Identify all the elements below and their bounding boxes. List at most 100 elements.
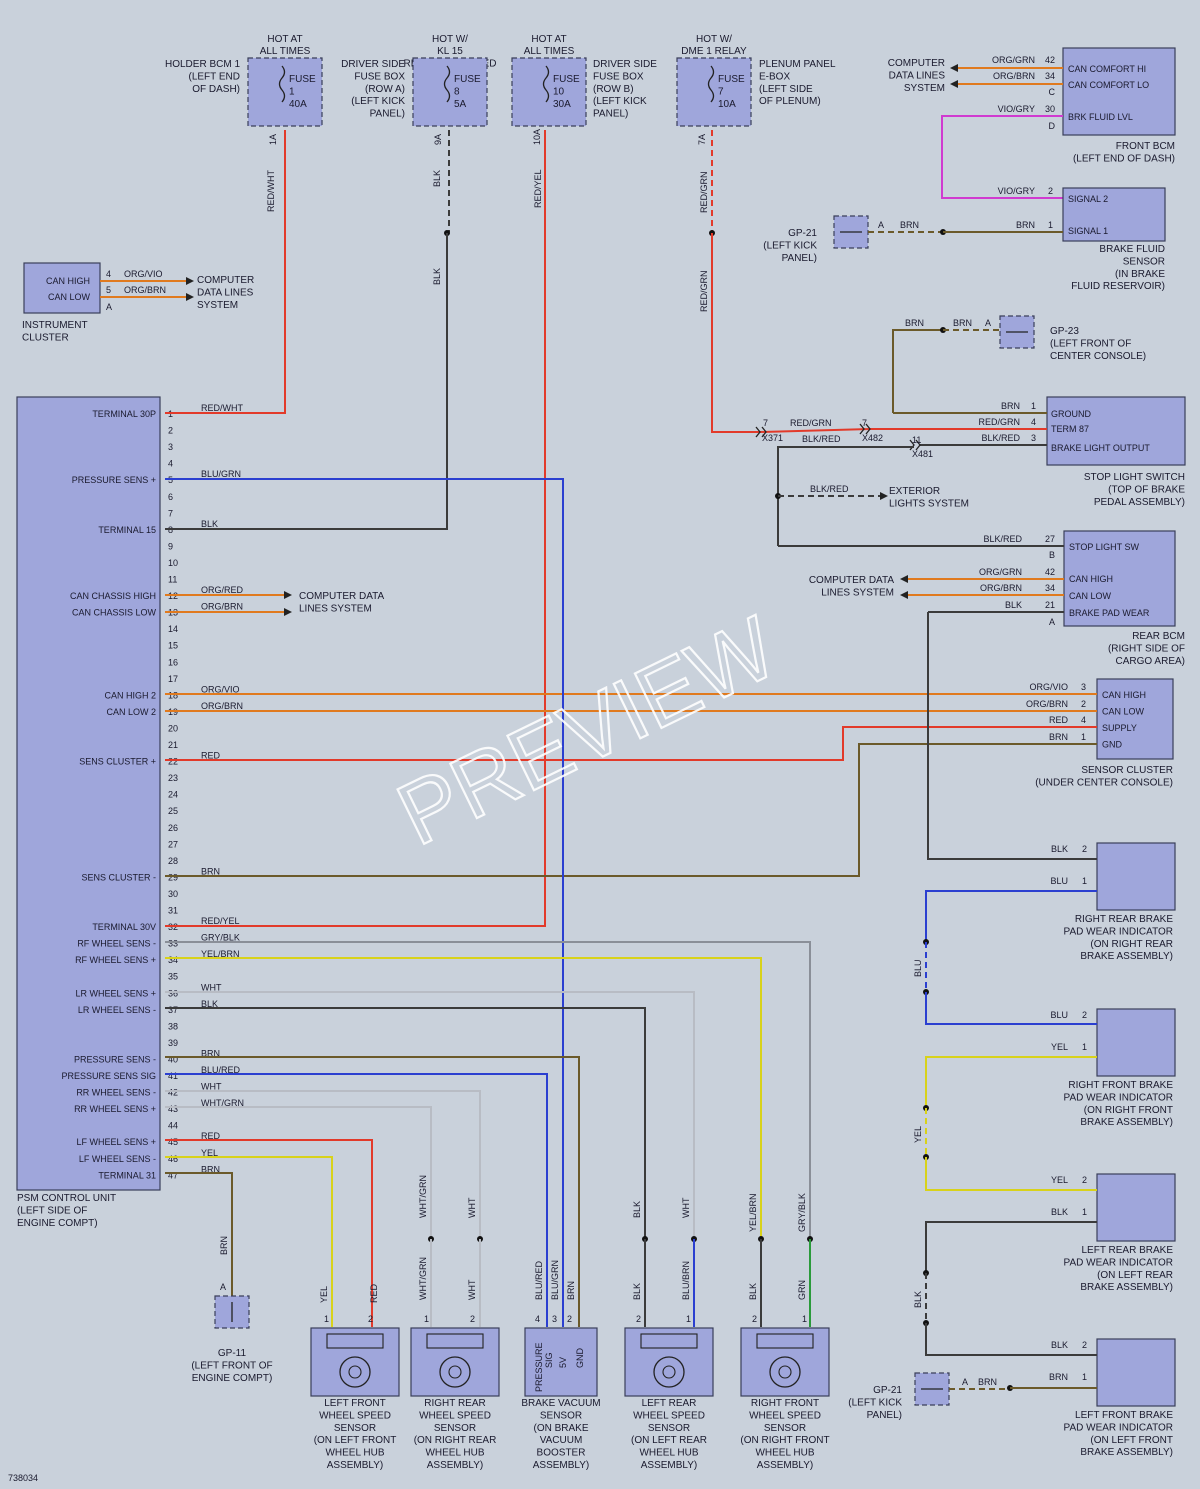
- pwi-label: PAD WEAR INDICATOR: [1064, 1257, 1173, 1268]
- rbcm-label: CARGO AREA): [1116, 656, 1185, 667]
- pwi-label: BRAKE ASSEMBLY): [1080, 1282, 1173, 1293]
- wire-sens-cluster-minus: [165, 743, 1097, 877]
- brake-fluid-sensor: [1062, 187, 1166, 242]
- fuse-location: OF DASH): [192, 84, 240, 95]
- rbcm-source: COMPUTER DATA: [809, 575, 895, 586]
- psm-pin-number: 3: [168, 442, 173, 452]
- sensor-label: RIGHT FRONT: [751, 1398, 819, 1409]
- fuse-location: OF PLENUM): [759, 96, 821, 107]
- sensor-label: (ON BRAKE: [533, 1423, 588, 1434]
- sensor-pin: 2: [636, 1314, 641, 1324]
- wheel-speed-sensor: [310, 1327, 400, 1397]
- psm-pin-number: 5: [168, 475, 173, 485]
- wire-blk-terminal15: [165, 233, 448, 530]
- ic-pin: 4: [106, 269, 111, 279]
- sc-pin-name: SUPPLY: [1102, 723, 1137, 733]
- fuse-box: [247, 57, 323, 127]
- pwi-pin: 2: [1082, 1175, 1087, 1185]
- sensor-label: WHEEL HUB: [755, 1448, 814, 1459]
- wire-blu-grn: [165, 478, 564, 1327]
- pwi-pin: 2: [1082, 1340, 1087, 1350]
- inline-pin: 7: [763, 418, 768, 428]
- psm-wire-label: BLK: [201, 999, 218, 1009]
- psm-pin-number: 18: [168, 690, 178, 700]
- psm-wire-label: BRN: [201, 1164, 220, 1174]
- wire-lr-blk: [165, 1007, 646, 1238]
- wire-label: RED/GRN: [790, 418, 832, 428]
- wire-label: WHT: [467, 1197, 477, 1218]
- pad-wear-indicator: [1096, 1008, 1176, 1077]
- psm-pin-number: 37: [168, 1005, 178, 1015]
- psm-pin-name: TERMINAL 30P: [92, 409, 156, 419]
- pwi-pin: 1: [1082, 1372, 1087, 1382]
- inline-pin: 11: [912, 435, 921, 445]
- pad-wear-indicator: [1096, 1173, 1176, 1242]
- fuse-rating: 40A: [289, 99, 307, 110]
- pwi-label: LEFT REAR BRAKE: [1081, 1245, 1173, 1256]
- bfs-label: SENSOR: [1123, 256, 1165, 267]
- sensor-pin: 3: [552, 1314, 557, 1324]
- sensor-pin: 4: [535, 1314, 540, 1324]
- wire-rr-wht: [165, 1090, 481, 1238]
- fuse-location: (LEFT KICK: [351, 96, 405, 107]
- psm-wire-label: RED: [201, 1131, 221, 1141]
- psm-pin-name: TERMINAL 15: [98, 525, 156, 535]
- psm-label: PSM CONTROL UNIT: [17, 1193, 116, 1204]
- fuse-location: (LEFT SIDE: [759, 84, 813, 95]
- psm-pin-number: 31: [168, 906, 178, 916]
- ground-label: GP-21: [788, 228, 817, 239]
- sensor-label: SENSOR: [540, 1410, 582, 1421]
- wire-vac-blu-red: [165, 1073, 548, 1327]
- fuse-rating: FUSE: [289, 74, 316, 85]
- ic-pin-name: CAN LOW: [48, 292, 91, 302]
- tone-wheel-hub-icon: [448, 1365, 462, 1379]
- wire-label: BRN: [566, 1281, 576, 1300]
- psm-pin-number: 25: [168, 806, 178, 816]
- wire-blk-red-trunk: [777, 446, 914, 546]
- inline-name: X481: [912, 449, 933, 459]
- wire-label: RED/YEL: [533, 169, 543, 208]
- sensor-label: SENSOR: [434, 1423, 476, 1434]
- fuse-rating: 1: [289, 86, 295, 97]
- fuse-heading: HOT AT: [267, 34, 302, 45]
- wire-label: BLK: [432, 268, 442, 285]
- wire-lf-red: [165, 1139, 373, 1327]
- fuse-pin: 9A: [433, 134, 443, 145]
- pwi-label: BRAKE ASSEMBLY): [1080, 1117, 1173, 1128]
- arrow-icon: [950, 80, 958, 88]
- ground-label: CENTER CONSOLE): [1050, 351, 1146, 362]
- vac-pin-name: GND: [575, 1348, 585, 1369]
- pwi-label: RIGHT REAR BRAKE: [1075, 914, 1173, 925]
- sensor-body: [624, 1327, 714, 1397]
- fuse-location: FUSE BOX: [354, 71, 405, 82]
- fuse-rating: 5A: [454, 99, 467, 110]
- ext-lights-label: LIGHTS SYSTEM: [889, 498, 969, 509]
- sc-pin: 1: [1081, 732, 1086, 742]
- ground-pin: A: [985, 318, 991, 328]
- instrument-cluster: [23, 262, 101, 314]
- psm-pin-number: 9: [168, 541, 173, 551]
- fuse-heading: ALL TIMES: [260, 46, 311, 57]
- psm-pin-number: 47: [168, 1170, 178, 1180]
- psm-pin-name: LR WHEEL SENS +: [76, 988, 156, 998]
- psm-pin-number: 2: [168, 426, 173, 436]
- sensor-label: LEFT FRONT: [324, 1398, 385, 1409]
- fuse-heading: HOT W/: [696, 34, 732, 45]
- psm-pin-number: 30: [168, 889, 178, 899]
- wire-label: BRN: [1016, 220, 1035, 230]
- wire-label: GRY/BLK: [797, 1193, 807, 1232]
- psm-pin-number: 46: [168, 1154, 178, 1164]
- ic-pin: 5: [106, 285, 111, 295]
- psm-pin-name: SENS CLUSTER -: [81, 872, 156, 882]
- bcm-pin: 30: [1045, 104, 1055, 114]
- rbcm-source: LINES SYSTEM: [821, 587, 894, 598]
- wire-label: RED: [1049, 715, 1069, 725]
- rbcm-pin-name: STOP LIGHT SW: [1069, 542, 1140, 552]
- bcm-source: DATA LINES: [889, 70, 946, 81]
- bfs-pin: 2: [1048, 186, 1053, 196]
- psm-chassis-target: COMPUTER DATA: [299, 591, 385, 602]
- arrow-icon: [284, 608, 292, 616]
- coil-icon: [426, 1333, 484, 1349]
- psm-pin-number: 15: [168, 641, 178, 651]
